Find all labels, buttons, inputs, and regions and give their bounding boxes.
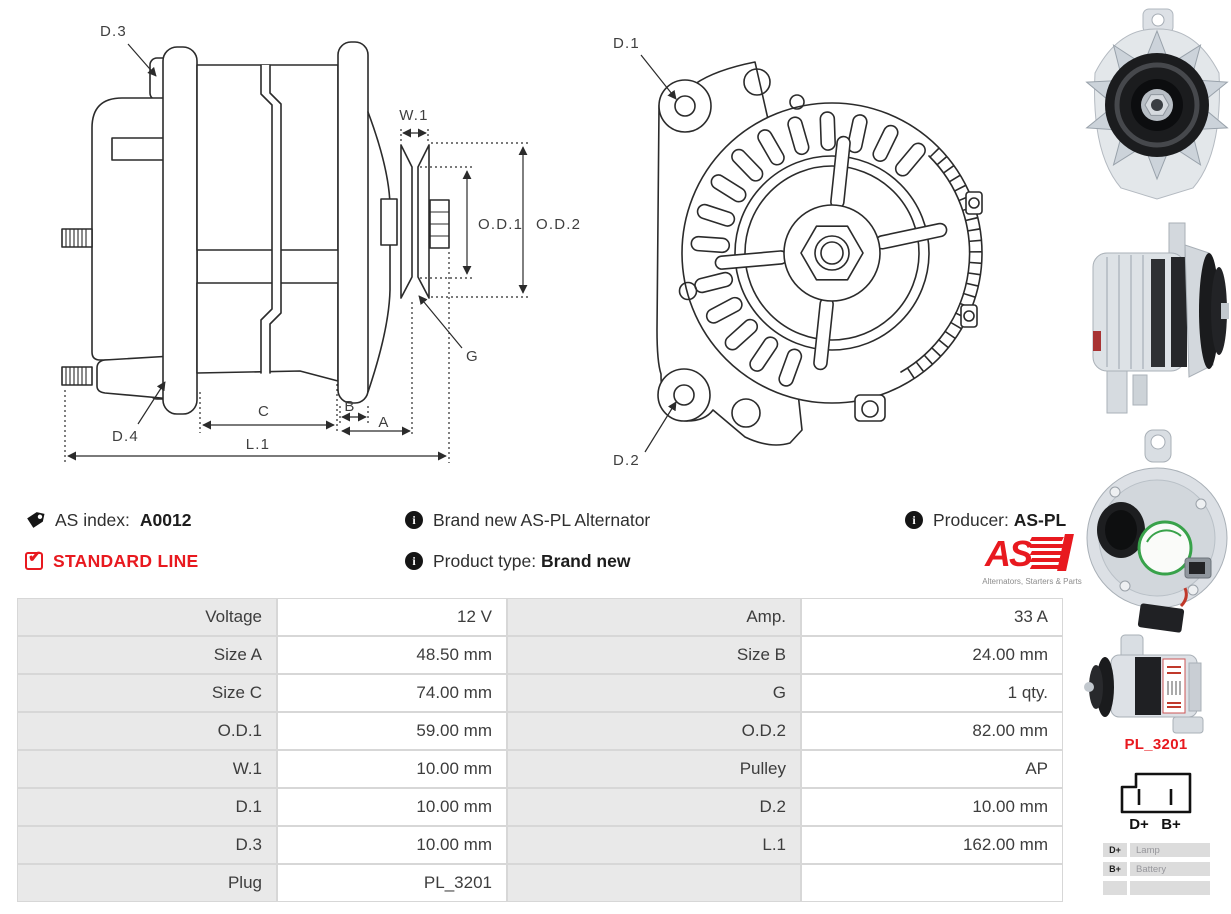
info-icon: i [405, 511, 423, 529]
legend-pin [1103, 881, 1127, 895]
front-hole-d2 [673, 384, 695, 406]
spec-label: Size B [508, 637, 800, 673]
side-view-drawing: W.1 O.D.1 O.D.2 G D.3 D.4 C B A L.1 [61, 23, 581, 463]
producer-row: i Producer: AS-PL [905, 509, 1066, 531]
dim-label-d1: D.1 [613, 35, 640, 52]
product-photo-rear [1086, 429, 1228, 633]
producer-label: Producer: [933, 509, 1009, 530]
plug-pin2-label: B+ [1161, 816, 1181, 833]
product-type-value: Brand new [541, 550, 631, 571]
plug-pin1-label: D+ [1129, 816, 1149, 833]
legend-pin: D+ [1103, 843, 1127, 857]
legend-row [1103, 881, 1213, 895]
spec-value: 10.00 mm [278, 827, 506, 863]
dim-label-c: C [258, 403, 270, 420]
spec-label: D.2 [508, 789, 800, 825]
product-photo-side [1092, 222, 1229, 414]
spec-label [508, 865, 800, 901]
as-index-label: AS index: [55, 509, 130, 530]
spec-label: Plug [18, 865, 276, 901]
product-photo-side-label [1084, 634, 1204, 734]
product-photo-front [1085, 8, 1229, 200]
spec-value [802, 865, 1062, 901]
spec-label: Amp. [508, 599, 800, 635]
spec-label: G [508, 675, 800, 711]
dim-label-d3: D.3 [100, 23, 127, 40]
as-index-value: A0012 [139, 509, 192, 530]
info-icon: i [405, 552, 423, 570]
side-rear-bracket [162, 46, 198, 415]
dim-label-od1: O.D.1 [478, 216, 523, 233]
standard-line-label: STANDARD LINE [53, 550, 199, 571]
dim-label-w1: W.1 [399, 107, 428, 124]
brand-new-row: i Brand new AS-PL Alternator [405, 509, 650, 531]
info-icon: i [905, 511, 923, 529]
dim-label-l1: L.1 [246, 436, 270, 453]
spec-label: Size A [18, 637, 276, 673]
spec-label: W.1 [18, 751, 276, 787]
spec-label: D.1 [18, 789, 276, 825]
spec-label: D.3 [18, 827, 276, 863]
side-front-bracket [337, 41, 369, 404]
plug-diagram: D+ B+ [1120, 772, 1192, 833]
side-plug-housing [96, 355, 173, 400]
spec-value: 10.00 mm [278, 751, 506, 787]
dim-label-d2: D.2 [613, 452, 640, 469]
legend-desc [1130, 881, 1210, 895]
spec-table: Voltage 12 V Amp. 33 A Size A 48.50 mm S… [17, 598, 1063, 902]
spec-value: 162.00 mm [802, 827, 1062, 863]
front-vent-slots [690, 111, 926, 387]
front-view-drawing: D.1 D.2 [613, 35, 983, 469]
plug-legend: D+ Lamp B+ Battery [1103, 843, 1213, 900]
producer-value: AS-PL [1013, 509, 1067, 530]
spec-label: O.D.1 [18, 713, 276, 749]
spec-value: 33 A [802, 599, 1062, 635]
as-pl-logo-tagline: Alternators, Starters & Parts [982, 577, 1082, 586]
side-pulley [400, 144, 450, 299]
spec-label: Voltage [18, 599, 276, 635]
spec-value: 1 qty. [802, 675, 1062, 711]
spec-value: 10.00 mm [278, 789, 506, 825]
standard-line-row: ✔ STANDARD LINE [25, 549, 199, 572]
spec-value: 82.00 mm [802, 713, 1062, 749]
spec-value: 24.00 mm [802, 637, 1062, 673]
spec-value: PL_3201 [278, 865, 506, 901]
legend-row: B+ Battery [1103, 862, 1213, 876]
dim-label-od2: O.D.2 [536, 216, 581, 233]
product-type-row: i Product type: Brand new [405, 550, 630, 572]
checkbox-icon: ✔ [25, 549, 43, 570]
as-index-row: AS index: A0012 [25, 509, 191, 531]
front-hole-d1 [674, 95, 696, 117]
spec-value: 48.50 mm [278, 637, 506, 673]
spec-label: Pulley [508, 751, 800, 787]
dim-label-d4: D.4 [112, 428, 139, 445]
spec-value: 59.00 mm [278, 713, 506, 749]
dim-label-g: G [466, 348, 479, 365]
spec-label: Size C [18, 675, 276, 711]
plug-code-label: PL_3201 [1124, 736, 1188, 753]
spec-value: 10.00 mm [802, 789, 1062, 825]
legend-desc: Battery [1130, 862, 1210, 876]
as-pl-logo-text: AS [985, 533, 1033, 574]
dim-label-b: B [344, 398, 355, 415]
spec-value: AP [802, 751, 1062, 787]
dim-label-a: A [378, 414, 389, 431]
brand-new-text: Brand new AS-PL Alternator [433, 509, 651, 530]
spec-label: O.D.2 [508, 713, 800, 749]
legend-row: D+ Lamp [1103, 843, 1213, 857]
product-type-label: Product type: [433, 550, 537, 571]
tag-icon [27, 512, 45, 528]
as-pl-logo: AS Alternators, Starters & Parts [982, 533, 1082, 588]
spec-label: L.1 [508, 827, 800, 863]
spec-value: 74.00 mm [278, 675, 506, 711]
legend-desc: Lamp [1130, 843, 1210, 857]
spec-value: 12 V [278, 599, 506, 635]
legend-pin: B+ [1103, 862, 1127, 876]
product-photos [1084, 8, 1229, 734]
